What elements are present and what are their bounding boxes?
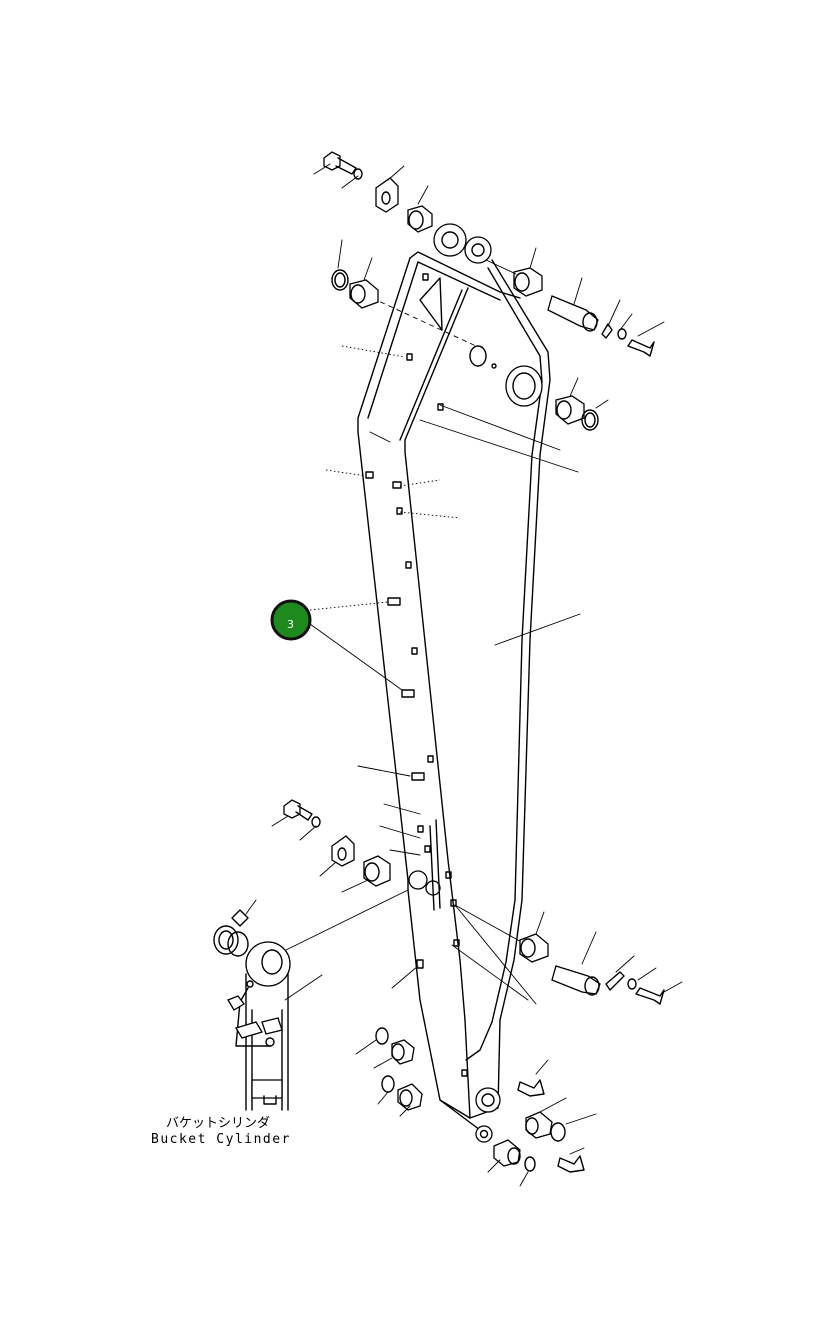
pipe-clamps: [365, 273, 468, 1077]
label-bucket-cylinder-jp: バケットシリンダ: [166, 1116, 270, 1131]
callout-3-number: 3: [287, 618, 294, 631]
bucket-cylinder: [213, 899, 291, 1111]
callout-3-bubble[interactable]: [270, 599, 312, 641]
arm-body: [357, 223, 551, 1143]
bucket-cylinder-label: バケットシリンダ Bucket Cylinder: [151, 1116, 291, 1147]
top-pin-hardware: [313, 151, 665, 431]
label-bucket-cylinder-en: Bucket Cylinder: [151, 1132, 291, 1147]
callout-3[interactable]: 3: [270, 599, 312, 641]
bottom-pin-hardware: [271, 799, 683, 1187]
leader-lines: [284, 345, 581, 1005]
